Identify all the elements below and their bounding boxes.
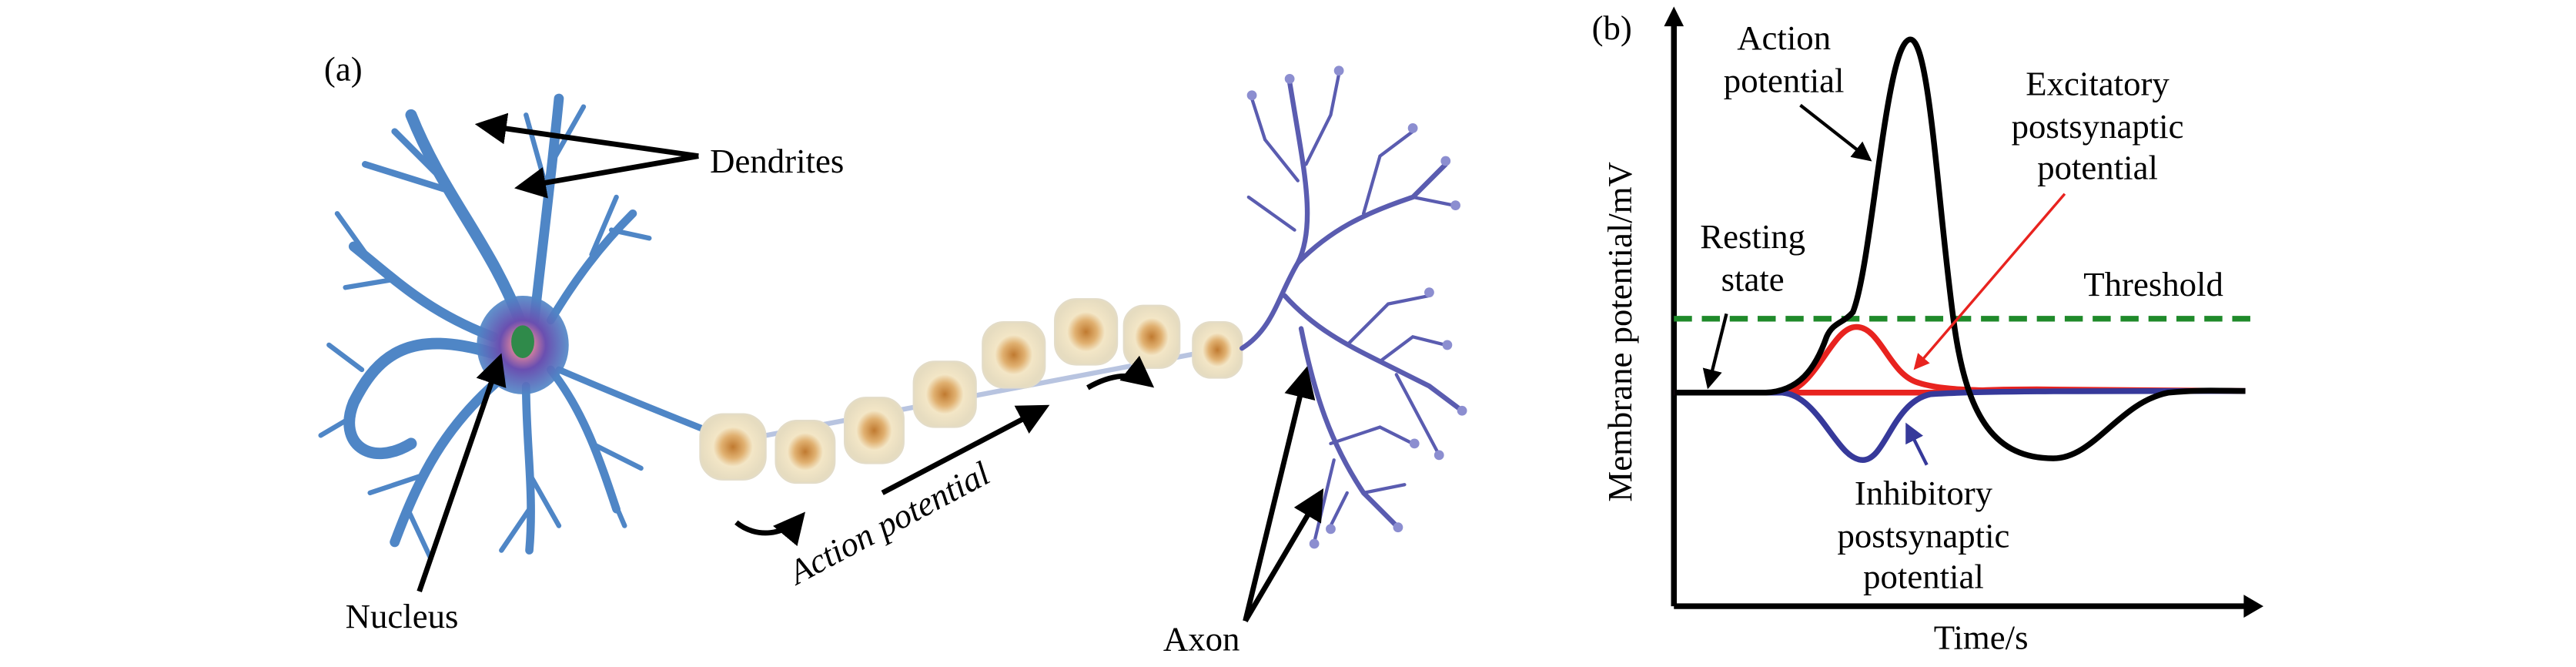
inhibitory-label-line1: Inhibitory <box>1855 474 1993 512</box>
myelin-segment <box>1054 298 1119 366</box>
x-axis-arrowhead <box>2243 595 2264 618</box>
action-potential-arrow <box>881 404 1050 495</box>
myelin-sheath-chain <box>699 298 1243 484</box>
excitatory-label-line3: potential <box>2037 148 2158 186</box>
neuron-dendrites <box>318 93 711 561</box>
axon-arrow <box>1243 488 1324 623</box>
action-potential-pointer <box>1799 103 1872 162</box>
dendrites-arrow <box>474 112 699 159</box>
dendrites-arrow <box>514 153 699 199</box>
nucleus-arrow <box>417 353 507 592</box>
axon-terminals <box>1239 65 1467 549</box>
y-axis-label: Membrane potential/mV <box>1601 162 1639 501</box>
panel-a-label: (a) <box>324 50 363 89</box>
myelin-segment <box>1122 304 1181 369</box>
myelin-segment <box>774 419 836 484</box>
inhibitory-postsynaptic-curve <box>1674 387 2246 463</box>
myelin-segment <box>844 397 905 464</box>
inhibitory-pointer <box>1905 422 1929 466</box>
resting-label-line1: Resting <box>1700 217 1805 256</box>
axon-arrow <box>1243 366 1316 622</box>
inhibitory-label-line3: potential <box>1863 558 1984 596</box>
myelin-segment <box>912 360 977 428</box>
action-potential-label-line1: Action <box>1737 18 1831 57</box>
myelin-segment <box>699 413 767 481</box>
dendrites-label: Dendrites <box>710 142 844 180</box>
panel-b: (b) Action potential Excitatory postsyna… <box>1592 6 2264 657</box>
x-axis-label: Time/s <box>1934 618 2029 657</box>
excitatory-label-line2: postsynaptic <box>2012 107 2184 146</box>
myelin-segment <box>1192 321 1243 379</box>
threshold-label: Threshold <box>2083 265 2223 303</box>
axon-label: Axon <box>1163 620 1240 659</box>
action-potential-label-line2: potential <box>1724 61 1845 99</box>
y-axis-arrowhead <box>1664 6 1684 27</box>
action-potential-curve <box>1674 36 2246 461</box>
excitatory-label-line1: Excitatory <box>2026 65 2170 103</box>
curved-arrow <box>734 511 806 547</box>
excitatory-postsynaptic-curve <box>1674 323 2037 396</box>
myelin-segment <box>982 321 1046 389</box>
panel-a: (a) <box>318 50 1467 659</box>
nucleus <box>511 325 534 358</box>
panel-b-label: (b) <box>1592 8 1632 47</box>
curved-arrow <box>1086 355 1155 390</box>
excitatory-pointer <box>1913 193 2066 370</box>
nucleus-label: Nucleus <box>346 597 459 635</box>
resting-label-line2: state <box>1721 260 1785 299</box>
resting-state-pointer <box>1702 313 1728 390</box>
inhibitory-label-line2: postsynaptic <box>1838 516 2010 555</box>
